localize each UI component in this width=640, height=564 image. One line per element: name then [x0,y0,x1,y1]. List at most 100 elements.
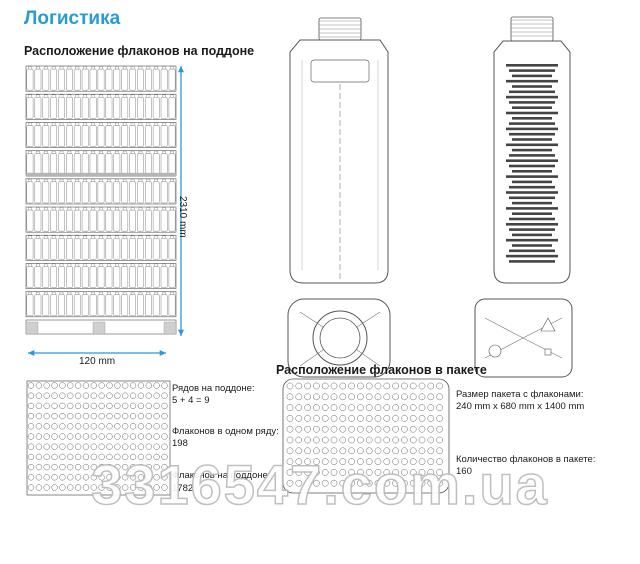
bottle-top [374,458,382,465]
bottle-top [35,433,42,440]
bottle-front [129,96,136,119]
bottle-top [383,447,391,455]
grip-rib [506,238,558,242]
bottle-cap [51,179,56,183]
bottle-top [27,433,35,440]
bottle-cap [75,235,80,239]
bottle-front [73,181,81,204]
bottle-top [43,423,50,430]
bottle-top [401,415,408,422]
bottle-top [374,425,382,433]
bottle-top [357,447,364,455]
bottle-front [73,68,81,91]
bottle-front [34,294,42,317]
pallet-width-label: 120 mm [79,356,116,367]
bottle-top [339,458,347,465]
bottle-front [34,68,42,91]
bottle-front [160,209,168,232]
bottle-cap [162,179,166,183]
bottle-top [137,474,145,481]
bottle-cap [107,66,111,70]
pallet-block [163,321,177,335]
bottle-top [409,469,417,476]
bottle-top [98,453,105,461]
bottle-top [153,392,160,399]
bottle-top [348,447,355,455]
bottle-top [153,433,160,440]
bottle-top [401,382,408,390]
grip-rib [512,233,552,237]
bottle-top [383,479,391,487]
canister-front-view [289,17,389,284]
pallet-block [92,321,106,335]
bottle-top [129,423,137,430]
bottle-top [348,436,355,444]
bottom-mark-square [544,348,552,356]
bottle-cap [91,235,95,239]
bottle-front [34,125,42,147]
bottle-cap [43,66,48,70]
bottle-top [67,463,74,471]
bottle-top [122,474,129,481]
bottle-top [374,436,382,444]
grip-rib [509,132,555,136]
bottle-front [113,266,121,288]
bottle-top [304,447,311,455]
grip-rib [512,201,552,205]
bottle-top [145,423,152,430]
bottle-front [73,294,81,317]
bottle-front [152,68,160,91]
bottle-cap [170,66,174,70]
bottle-top [357,415,364,422]
bottle-top [295,479,303,487]
bottle-top [90,474,97,481]
bottle-top [392,382,399,390]
bottle-cap [59,263,64,267]
bottle-front [66,153,73,176]
bottle-top [114,382,121,389]
bottle-top [286,447,294,455]
bottle-top [153,453,160,461]
bottle-front [89,266,97,288]
bottle-top [98,392,105,399]
grip-rib [512,106,552,109]
bottle-cap [75,291,80,295]
bottle-cap [162,207,166,211]
bottle-top [383,393,391,401]
bottle-cap [67,207,72,211]
bottle-top [74,463,82,471]
bottle-top [74,433,82,440]
bottle-front [121,266,129,288]
bottle-front [137,153,144,176]
bottle-top [98,474,105,481]
bottle-top [348,479,355,487]
bottle-front [129,266,136,288]
bottle-top [409,393,417,401]
bottle-top [436,425,443,433]
top-edge-line [355,348,381,367]
bottle-top [321,425,329,433]
bottle-cap [99,122,103,126]
bottle-cap [115,179,119,183]
bottle-front [73,153,81,176]
bottle-front [73,266,81,288]
bottom-mark-circle [488,344,502,358]
bottle-front [73,125,81,147]
bottle-top [374,469,382,476]
bottle-top [35,402,42,410]
bottle-front [113,68,121,91]
bottle-top [418,425,426,433]
bottle-top [418,479,426,487]
bottle-front [81,181,89,204]
grip-rib [506,79,558,83]
bottle-cap [51,263,56,267]
bottle-top [27,382,35,389]
bottle-cap [107,291,111,295]
bottle-front [144,68,152,91]
bottle-cap [130,207,135,211]
bottle-front [97,266,105,288]
bottle-cap [36,235,40,239]
watermark: 3316547.com.ua [90,452,549,517]
bottle-cap [36,207,40,211]
bottle-top [35,453,42,461]
